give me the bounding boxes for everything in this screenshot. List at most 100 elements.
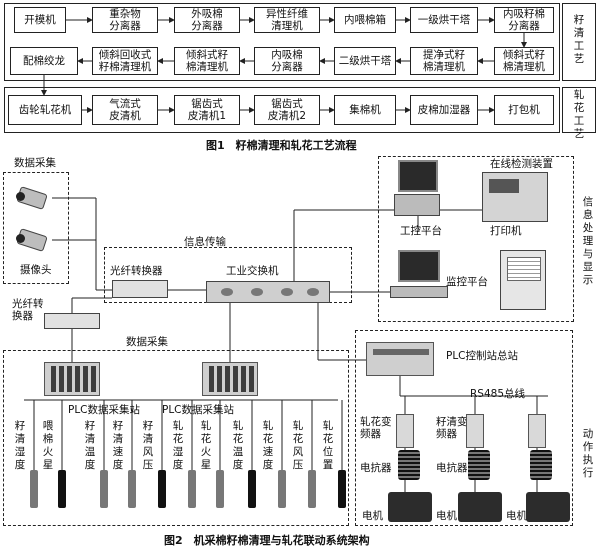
- process-frame-seed-cleaning: [4, 3, 560, 81]
- process-step-row1-6: 内吸籽棉 分离器: [494, 7, 554, 33]
- camera-icon: [14, 186, 52, 210]
- motor-icon: [458, 492, 502, 522]
- industrial-switch-label: 工业交换机: [226, 265, 279, 277]
- monitor-platform-label: 监控平台: [446, 276, 488, 288]
- process-step-row3-6: 打包机: [494, 95, 554, 125]
- vfd-label-2: 籽清变 频器: [436, 416, 468, 440]
- rs485-label: RS485总线: [470, 388, 526, 400]
- sensor-probe-icon: [338, 470, 346, 508]
- sensor-probe-icon: [58, 470, 66, 508]
- info-transfer-label: 信息传输: [184, 236, 226, 248]
- section-label-seed-cleaning-frame: [562, 3, 596, 81]
- sensor-probe-icon: [308, 470, 316, 508]
- plc-station-1-label: PLC数据采集站: [68, 404, 141, 416]
- motor-label: 电机: [506, 510, 527, 522]
- process-step-row2-0: 配棉绞龙: [10, 47, 78, 75]
- process-step-row1-4: 内喂棉箱: [334, 7, 396, 33]
- plc-master-label: PLC控制站总站: [446, 350, 519, 362]
- info-processing-label: 信息处理与显示: [582, 196, 594, 286]
- vfd-label: 轧花变 频器: [360, 416, 392, 440]
- motor-icon: [526, 492, 570, 522]
- process-step-row3-3: 锯齿式 皮清机2: [254, 95, 320, 125]
- industrial-switch-device: [206, 281, 330, 303]
- reactor-coil-icon: [530, 450, 552, 480]
- plc-station-2-device: [202, 362, 258, 396]
- process-step-row2-1: 倾斜回收式 籽棉清理机: [92, 47, 158, 75]
- process-step-row2-2: 倾斜式籽 棉清理机: [174, 47, 240, 75]
- action-exec-label: 动作执行: [582, 428, 594, 479]
- sensor-label-5: 轧花湿度: [172, 420, 184, 471]
- action-exec-frame: [355, 330, 573, 526]
- plc-station-2-label: PLC数据采集站: [162, 404, 235, 416]
- process-step-row2-5: 提净式籽 棉清理机: [410, 47, 478, 75]
- sensor-probe-icon: [216, 470, 224, 508]
- motor-label: 电机: [436, 510, 457, 522]
- info-processing-frame: [378, 156, 574, 322]
- sensor-label-8: 轧花速度: [262, 420, 274, 471]
- process-step-row3-4: 集棉机: [334, 95, 396, 125]
- process-step-row2-4: 二级烘干塔: [334, 47, 396, 75]
- sensor-label-2: 籽清温度: [84, 420, 96, 471]
- process-step-row1-2: 外吸棉 分离器: [174, 7, 240, 33]
- sensor-probe-icon: [188, 470, 196, 508]
- reactor-label: 电抗器: [360, 462, 392, 474]
- vfd-icon: [528, 414, 546, 448]
- sensor-probe-icon: [100, 470, 108, 508]
- plc-master-device: [366, 342, 434, 376]
- sensor-label-3: 籽清速度: [112, 420, 124, 471]
- process-step-row1-0: 开模机: [14, 7, 66, 33]
- process-step-row1-3: 异性纤维 清理机: [254, 7, 320, 33]
- sensor-label-10: 轧花位置: [322, 420, 334, 471]
- printer-icon: [500, 250, 546, 310]
- sensor-probe-icon: [278, 470, 286, 508]
- sensor-probe-icon: [128, 470, 136, 508]
- reactor-label: 电抗器: [436, 462, 468, 474]
- section-label-seed-cleaning: 籽清工艺: [573, 14, 585, 65]
- monitor-computer-icon: [390, 250, 448, 308]
- process-frame-ginning: [4, 87, 560, 133]
- process-step-row3-1: 气流式 皮清机: [92, 95, 158, 125]
- data-collection-bottom-label: 数据采集: [126, 336, 168, 348]
- section-label-ginning-frame: [562, 87, 596, 133]
- fiber-converter-2-device: [44, 313, 100, 329]
- camera-icon: [14, 228, 52, 252]
- process-step-row3-2: 锯齿式 皮清机1: [174, 95, 240, 125]
- sensor-label-9: 轧花风压: [292, 420, 304, 471]
- process-step-row2-3: 内吸棉 分离器: [254, 47, 320, 75]
- fiber-converter-2-label: 光纤转 换器: [12, 298, 44, 322]
- camera-label: 摄像头: [20, 264, 52, 276]
- figure1-caption: 图1 籽棉清理和轧花工艺流程: [206, 139, 357, 152]
- sensor-label-7: 轧花温度: [232, 420, 244, 471]
- section-label-ginning: 轧花工艺: [573, 89, 585, 140]
- vfd-icon: [466, 414, 484, 448]
- plc-station-1-device: [44, 362, 100, 396]
- figure2-caption: 图2 机采棉籽棉清理与轧花联动系统架构: [164, 534, 370, 547]
- online-detection-label: 在线检测装置: [490, 158, 553, 170]
- detection-device-icon: [482, 172, 548, 222]
- control-computer-icon: [394, 160, 440, 216]
- process-step-row1-1: 重杂物 分离器: [92, 7, 158, 33]
- sensor-probe-icon: [158, 470, 166, 508]
- control-platform-label: 工控平台: [400, 225, 442, 237]
- data-collection-bottom-frame: [3, 350, 349, 526]
- sensor-label-0: 籽清湿度: [14, 420, 26, 471]
- sensor-label-6: 轧花火星: [200, 420, 212, 471]
- process-step-row1-5: 一级烘干塔: [410, 7, 478, 33]
- sensor-label-1: 喂棉火星: [42, 420, 54, 471]
- sensor-label-4: 籽清风压: [142, 420, 154, 471]
- fiber-converter-1-label: 光纤转换器: [110, 265, 163, 277]
- printer-label: 打印机: [490, 225, 522, 237]
- motor-icon: [388, 492, 432, 522]
- process-step-row2-6: 倾斜式籽 棉清理机: [494, 47, 554, 75]
- process-step-row3-5: 皮棉加湿器: [410, 95, 478, 125]
- vfd-icon: [396, 414, 414, 448]
- reactor-coil-icon: [468, 450, 490, 480]
- fiber-converter-1-device: [112, 280, 168, 298]
- reactor-coil-icon: [398, 450, 420, 480]
- process-step-row3-0: 齿轮轧花机: [8, 95, 82, 125]
- data-collection-top-label: 数据采集: [14, 157, 56, 169]
- sensor-probe-icon: [30, 470, 38, 508]
- motor-label: 电机: [362, 510, 383, 522]
